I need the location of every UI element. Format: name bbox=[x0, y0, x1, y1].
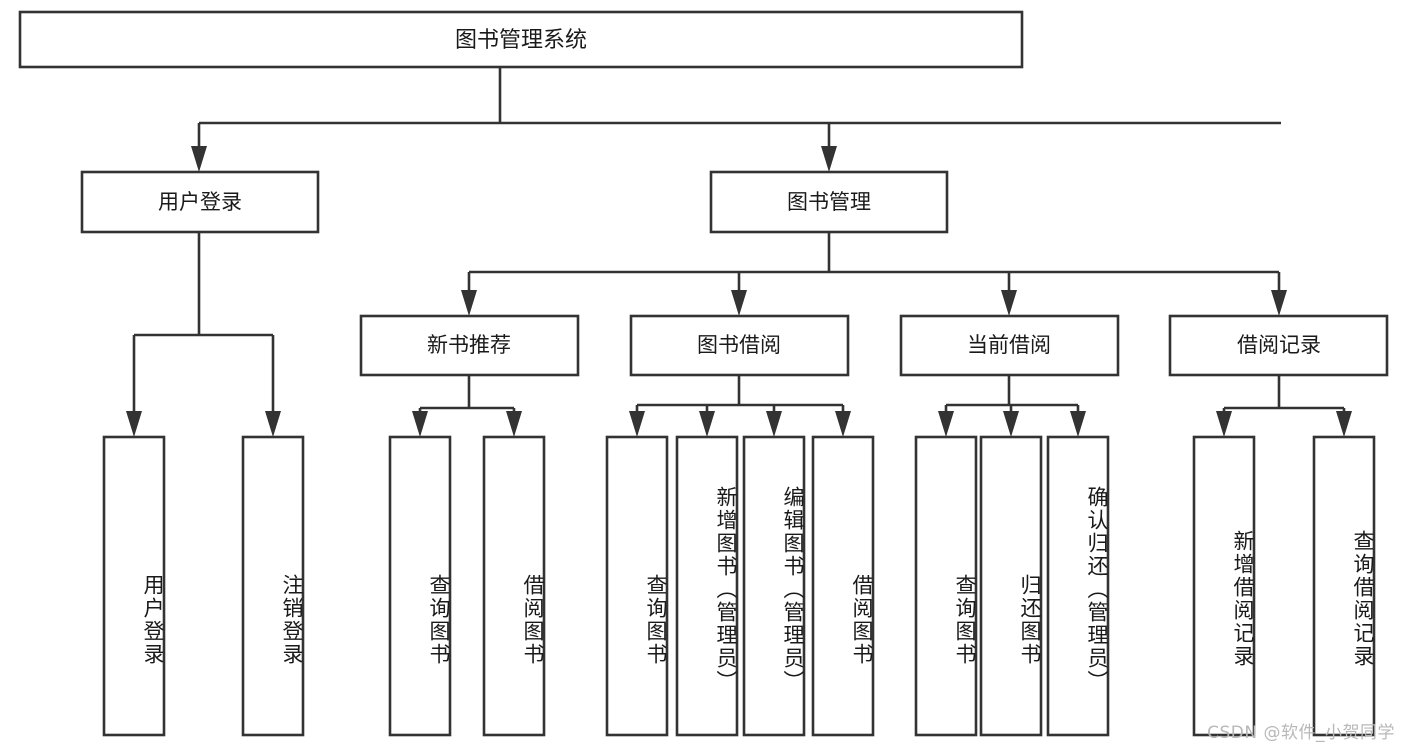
leaf-box-return-book[interactable] bbox=[979, 435, 1043, 737]
leaf-box-query-book-3[interactable] bbox=[914, 435, 978, 737]
node-borrow-record-label: 借阅记录 bbox=[1237, 333, 1321, 357]
leaf-box-borrow-book-2[interactable] bbox=[811, 435, 875, 737]
leaf-box-query-book-2[interactable] bbox=[605, 435, 669, 737]
node-new-book-recommend-label: 新书推荐 bbox=[427, 333, 511, 357]
node-book-borrow[interactable]: 图书借阅 bbox=[629, 314, 850, 377]
node-root-label: 图书管理系统 bbox=[455, 28, 587, 53]
connectors-bookmgmt-to-level3 bbox=[461, 232, 1287, 316]
connectors-currentborrow-to-leaves bbox=[938, 375, 1086, 437]
leaf-box-confirm-return[interactable] bbox=[1046, 435, 1110, 737]
node-book-borrow-label: 图书借阅 bbox=[697, 333, 781, 357]
connectors-recommend-to-leaves bbox=[412, 375, 522, 437]
leaf-boxes bbox=[102, 435, 1376, 737]
node-root[interactable]: 图书管理系统 bbox=[18, 10, 1024, 69]
connectors-bookborrow-to-leaves bbox=[629, 375, 851, 437]
node-book-management-label: 图书管理 bbox=[787, 190, 871, 214]
node-user-login[interactable]: 用户登录 bbox=[80, 170, 320, 234]
connectors-userlogin-to-leaves bbox=[126, 232, 281, 437]
node-current-borrow-label: 当前借阅 bbox=[967, 333, 1051, 357]
node-current-borrow[interactable]: 当前借阅 bbox=[899, 314, 1120, 377]
connectors-borrowrecord-to-leaves bbox=[1216, 375, 1352, 437]
node-new-book-recommend[interactable]: 新书推荐 bbox=[359, 314, 580, 377]
node-user-login-label: 用户登录 bbox=[158, 190, 242, 214]
leaf-box-query-record[interactable] bbox=[1312, 435, 1376, 737]
node-borrow-record[interactable]: 借阅记录 bbox=[1168, 314, 1389, 377]
leaf-box-query-book-1[interactable] bbox=[388, 435, 452, 737]
leaf-box-user-login[interactable] bbox=[102, 435, 166, 737]
leaf-box-add-book[interactable] bbox=[675, 435, 739, 737]
csdn-watermark: CSDN @软件_小贺同学 bbox=[1207, 723, 1395, 743]
leaf-box-logout-login[interactable] bbox=[241, 435, 305, 737]
leaf-box-edit-book[interactable] bbox=[742, 435, 806, 737]
leaf-box-borrow-book-1[interactable] bbox=[482, 435, 546, 737]
connectors-root-to-level2 bbox=[191, 67, 1281, 172]
leaf-box-add-record[interactable] bbox=[1192, 435, 1256, 737]
node-book-management[interactable]: 图书管理 bbox=[709, 170, 949, 234]
